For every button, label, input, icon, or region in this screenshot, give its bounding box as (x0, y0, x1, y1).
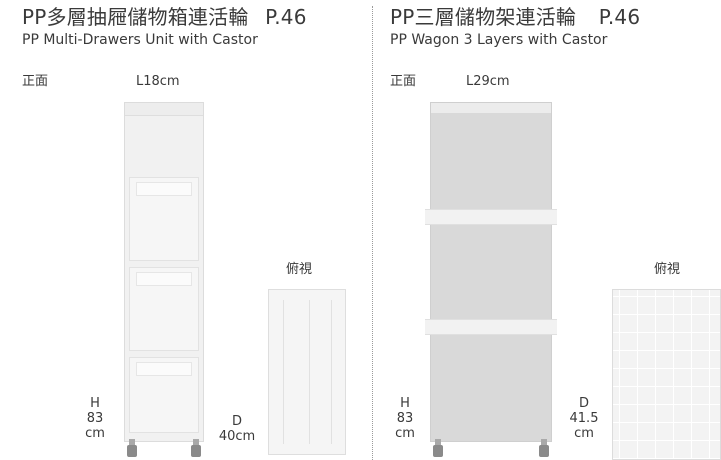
wagon-shelf (425, 319, 557, 335)
left-top-view-label: 俯視 (286, 262, 313, 277)
right-product-subtitle: PP Wagon 3 Layers with Castor (390, 32, 608, 48)
castor-wheel (127, 439, 137, 457)
right-height-letter: H (400, 396, 410, 411)
left-depth-dimension: D 40cm (214, 414, 260, 444)
right-depth-dimension: D 41.5 cm (562, 396, 606, 441)
right-product-title: PP三層儲物架連活輪 P.46 (390, 6, 640, 28)
top-view-rail (283, 300, 284, 444)
wagon-top-rim (431, 103, 551, 113)
right-title-text: PP三層儲物架連活輪 (390, 5, 577, 29)
top-view-rail (309, 300, 310, 444)
wagon-top-view-image (612, 289, 721, 460)
left-title-text: PP多層抽屜儲物箱連活輪 (22, 5, 249, 29)
right-depth-value: 41.5 (569, 411, 599, 426)
castor-wheel (191, 439, 201, 457)
drawer (129, 177, 199, 261)
right-front-label: 正面 (390, 74, 417, 89)
right-height-value: 83 (396, 411, 414, 426)
drawer (129, 357, 199, 433)
wagon-front-image (425, 102, 557, 457)
right-page-ref: P.46 (598, 5, 641, 29)
right-depth-letter: D (578, 396, 589, 411)
castor-wheel (539, 439, 549, 457)
left-height-dimension: H 83 cm (78, 396, 112, 441)
wagon-shelf (425, 209, 557, 225)
drawers-unit-lid (125, 103, 203, 116)
left-front-label: 正面 (22, 74, 49, 89)
left-product-title: PP多層抽屜儲物箱連活輪 P.46 (22, 6, 307, 28)
right-height-dimension: H 83 cm (388, 396, 422, 441)
right-height-unit: cm (395, 426, 415, 441)
castor-wheel (433, 439, 443, 457)
left-length-label: L18cm (136, 74, 180, 89)
right-length-label: L29cm (466, 74, 510, 89)
left-height-letter: H (90, 396, 100, 411)
left-height-value: 83 (86, 411, 104, 426)
left-depth-value: 40cm (218, 429, 256, 444)
right-top-view-label: 俯視 (654, 262, 681, 277)
left-product-subtitle: PP Multi-Drawers Unit with Castor (22, 32, 258, 48)
panel-divider (372, 6, 373, 460)
right-depth-unit: cm (574, 426, 594, 441)
left-height-unit: cm (85, 426, 105, 441)
drawer (129, 267, 199, 351)
drawers-unit-front-image (124, 102, 204, 457)
left-page-ref: P.46 (265, 5, 307, 29)
top-view-rail (331, 300, 332, 444)
left-depth-letter: D (231, 414, 242, 429)
drawers-unit-top-view-image (268, 289, 346, 455)
